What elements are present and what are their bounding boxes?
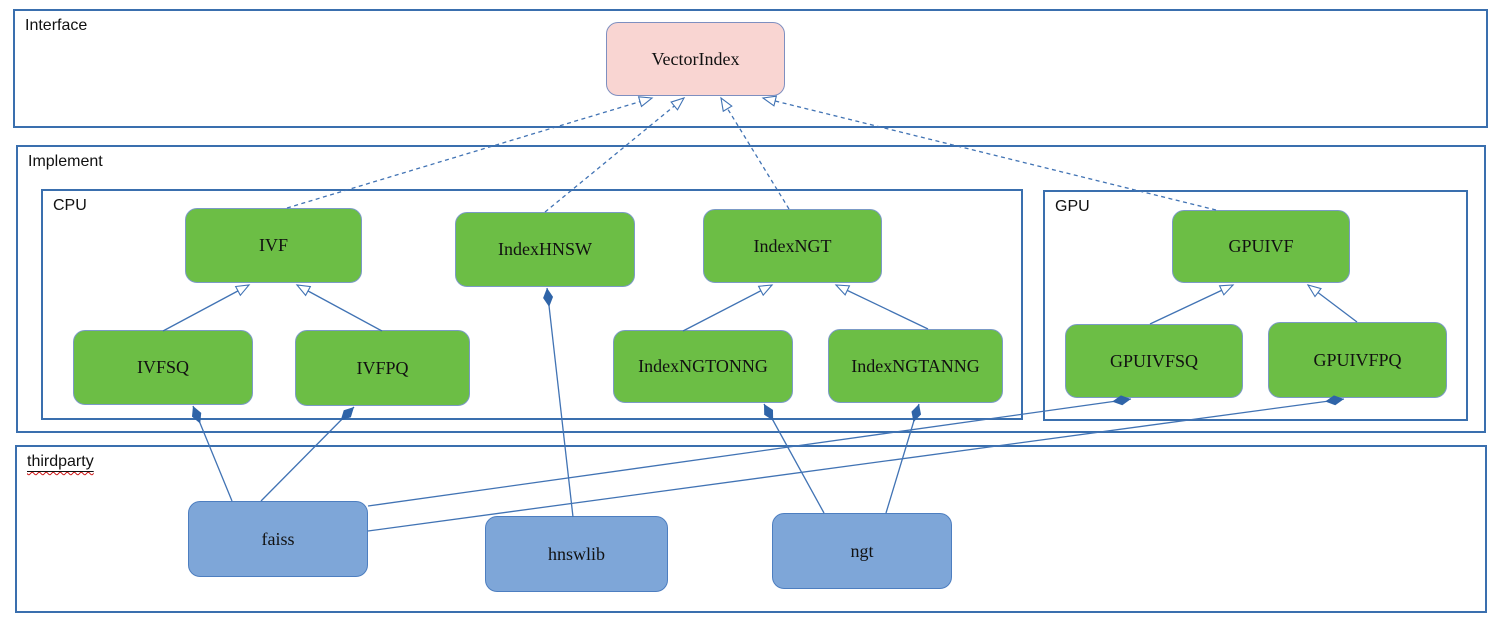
frame-label-text: thirdparty (27, 453, 94, 470)
node-gpuivfpq: GPUIVFPQ (1268, 322, 1447, 398)
node-indexngtonng: IndexNGTONNG (613, 330, 793, 403)
node-vectorindex: VectorIndex (606, 22, 785, 96)
frame-label-thirdparty: thirdparty (27, 453, 94, 471)
node-label-ivfsq: IVFSQ (136, 357, 189, 377)
node-label-indexngtonng: IndexNGTONNG (638, 356, 768, 376)
node-indexhnsw: IndexHNSW (455, 212, 635, 287)
node-label-gpuivfpq: GPUIVFPQ (1313, 349, 1402, 370)
node-ngt: ngt (772, 513, 952, 589)
node-ivfsq: IVFSQ (73, 330, 253, 405)
frame-label-implement: Implement (28, 153, 103, 170)
node-label-ivf: IVF (258, 235, 288, 255)
frame-label-cpu: CPU (53, 197, 87, 214)
node-gpuivfsq: GPUIVFSQ (1065, 324, 1243, 398)
node-indexngt: IndexNGT (703, 209, 882, 283)
node-faiss: faiss (188, 501, 368, 577)
node-label-gpuivf: GPUIVF (1228, 236, 1294, 256)
node-label-indexngtanng: IndexNGTANNG (851, 355, 980, 376)
node-label-hnswlib: hnswlib (547, 543, 605, 564)
node-label-vectorindex: VectorIndex (651, 48, 740, 69)
node-gpuivf: GPUIVF (1172, 210, 1350, 283)
node-label-ivfpq: IVFPQ (356, 357, 409, 378)
node-label-ngt: ngt (850, 540, 874, 561)
node-ivfpq: IVFPQ (295, 330, 470, 406)
node-indexngtanng: IndexNGTANNG (828, 329, 1003, 403)
node-label-faiss: faiss (261, 528, 295, 549)
frame-label-interface: Interface (25, 17, 88, 34)
frame-label-gpu: GPU (1055, 198, 1090, 215)
node-label-indexhnsw: IndexHNSW (498, 239, 592, 259)
node-label-indexngt: IndexNGT (753, 235, 832, 256)
node-hnswlib: hnswlib (485, 516, 668, 592)
node-label-gpuivfsq: GPUIVFSQ (1109, 350, 1199, 371)
node-ivf: IVF (185, 208, 362, 283)
